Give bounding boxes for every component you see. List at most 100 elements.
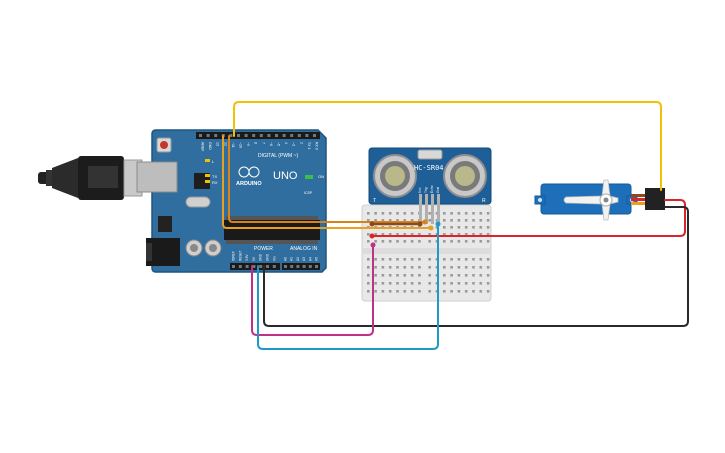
breadboard-hole[interactable] [457,212,461,215]
breadboard-hole[interactable] [388,233,392,236]
header-pin[interactable] [229,134,233,137]
breadboard-hole[interactable] [410,233,414,236]
breadboard-hole[interactable] [443,240,446,243]
breadboard-hole[interactable] [457,274,461,277]
breadboard-hole[interactable] [396,240,399,243]
header-pin[interactable] [237,134,240,137]
breadboard-hole[interactable] [381,290,385,293]
breadboard-hole[interactable] [410,290,414,293]
header-pin[interactable] [290,265,294,268]
breadboard-hole[interactable] [443,226,446,229]
breadboard-hole[interactable] [450,226,453,229]
breadboard-hole[interactable] [479,240,483,243]
breadboard-hole[interactable] [388,266,392,269]
breadboard-hole[interactable] [367,258,370,261]
header-pin[interactable] [259,265,263,268]
breadboard-hole[interactable] [396,258,399,261]
breadboard-hole[interactable] [443,212,446,215]
breadboard-hole[interactable] [396,266,399,269]
breadboard-hole[interactable] [403,274,407,277]
breadboard-hole[interactable] [428,240,431,243]
breadboard-hole[interactable] [428,219,431,222]
breadboard-hole[interactable] [450,258,453,261]
breadboard-hole[interactable] [396,290,399,293]
servo-motor[interactable] [534,179,665,221]
breadboard-hole[interactable] [403,212,407,215]
breadboard-hole[interactable] [479,290,483,293]
breadboard-hole[interactable] [464,266,468,269]
breadboard-hole[interactable] [418,233,421,236]
header-pin[interactable] [238,265,242,268]
wire-gnd-servo[interactable] [263,206,689,327]
header-pin[interactable] [252,134,256,137]
header-pin[interactable] [302,265,306,268]
header-pin[interactable] [290,134,294,137]
header-pin[interactable] [267,134,271,137]
header-pin[interactable] [244,134,248,137]
breadboard-hole[interactable] [479,258,483,261]
breadboard-hole[interactable] [374,274,377,277]
breadboard-hole[interactable] [381,212,385,215]
breadboard-hole[interactable] [410,258,414,261]
header-pin[interactable] [296,265,300,268]
breadboard-hole[interactable] [418,290,421,293]
breadboard-hole[interactable] [410,212,414,215]
breadboard-hole[interactable] [374,240,377,243]
breadboard-hole[interactable] [428,233,431,236]
header-pin[interactable] [206,134,210,137]
breadboard-hole[interactable] [410,240,414,243]
breadboard-hole[interactable] [457,219,461,222]
breadboard-hole[interactable] [396,219,399,222]
breadboard-hole[interactable] [457,233,461,236]
breadboard-hole[interactable] [374,258,377,261]
breadboard-hole[interactable] [418,282,421,285]
header-pin[interactable] [305,134,309,137]
breadboard-hole[interactable] [367,266,370,269]
breadboard-hole[interactable] [374,282,377,285]
breadboard-hole[interactable] [428,258,431,261]
breadboard-hole[interactable] [464,212,468,215]
wire-5v-servo[interactable] [371,199,686,237]
wire-servo-signal[interactable] [233,101,662,191]
breadboard-hole[interactable] [410,282,414,285]
breadboard-hole[interactable] [367,212,370,215]
breadboard-hole[interactable] [428,274,431,277]
breadboard-hole[interactable] [381,282,385,285]
breadboard-hole[interactable] [464,219,468,222]
breadboard-hole[interactable] [428,266,431,269]
breadboard-hole[interactable] [381,258,385,261]
wire-echo[interactable] [228,135,426,223]
header-pin[interactable] [252,265,256,268]
header-pin[interactable] [232,265,235,268]
breadboard-hole[interactable] [479,233,483,236]
header-pin[interactable] [315,265,318,268]
breadboard-hole[interactable] [464,258,468,261]
breadboard-hole[interactable] [464,282,468,285]
breadboard-hole[interactable] [486,219,490,222]
breadboard-hole[interactable] [472,219,475,222]
header-pin[interactable] [199,134,202,137]
header-pin[interactable] [272,265,276,268]
breadboard-hole[interactable] [381,274,385,277]
wire-gnd-sensor[interactable] [257,223,439,350]
breadboard-hole[interactable] [479,274,483,277]
header-pin[interactable] [214,134,218,137]
breadboard-hole[interactable] [479,282,483,285]
breadboard-hole[interactable] [450,266,453,269]
breadboard-hole[interactable] [396,282,399,285]
breadboard-hole[interactable] [464,233,468,236]
breadboard-hole[interactable] [388,282,392,285]
breadboard-hole[interactable] [464,274,468,277]
breadboard-hole[interactable] [418,274,421,277]
breadboard-hole[interactable] [472,233,475,236]
breadboard-hole[interactable] [479,219,483,222]
breadboard-hole[interactable] [388,219,392,222]
breadboard-hole[interactable] [428,212,431,215]
breadboard-hole[interactable] [403,290,407,293]
breadboard-hole[interactable] [428,282,431,285]
breadboard-hole[interactable] [450,212,453,215]
header-pin[interactable] [313,134,316,137]
breadboard-hole[interactable] [374,212,377,215]
breadboard-hole[interactable] [443,219,446,222]
header-pin[interactable] [297,134,301,137]
